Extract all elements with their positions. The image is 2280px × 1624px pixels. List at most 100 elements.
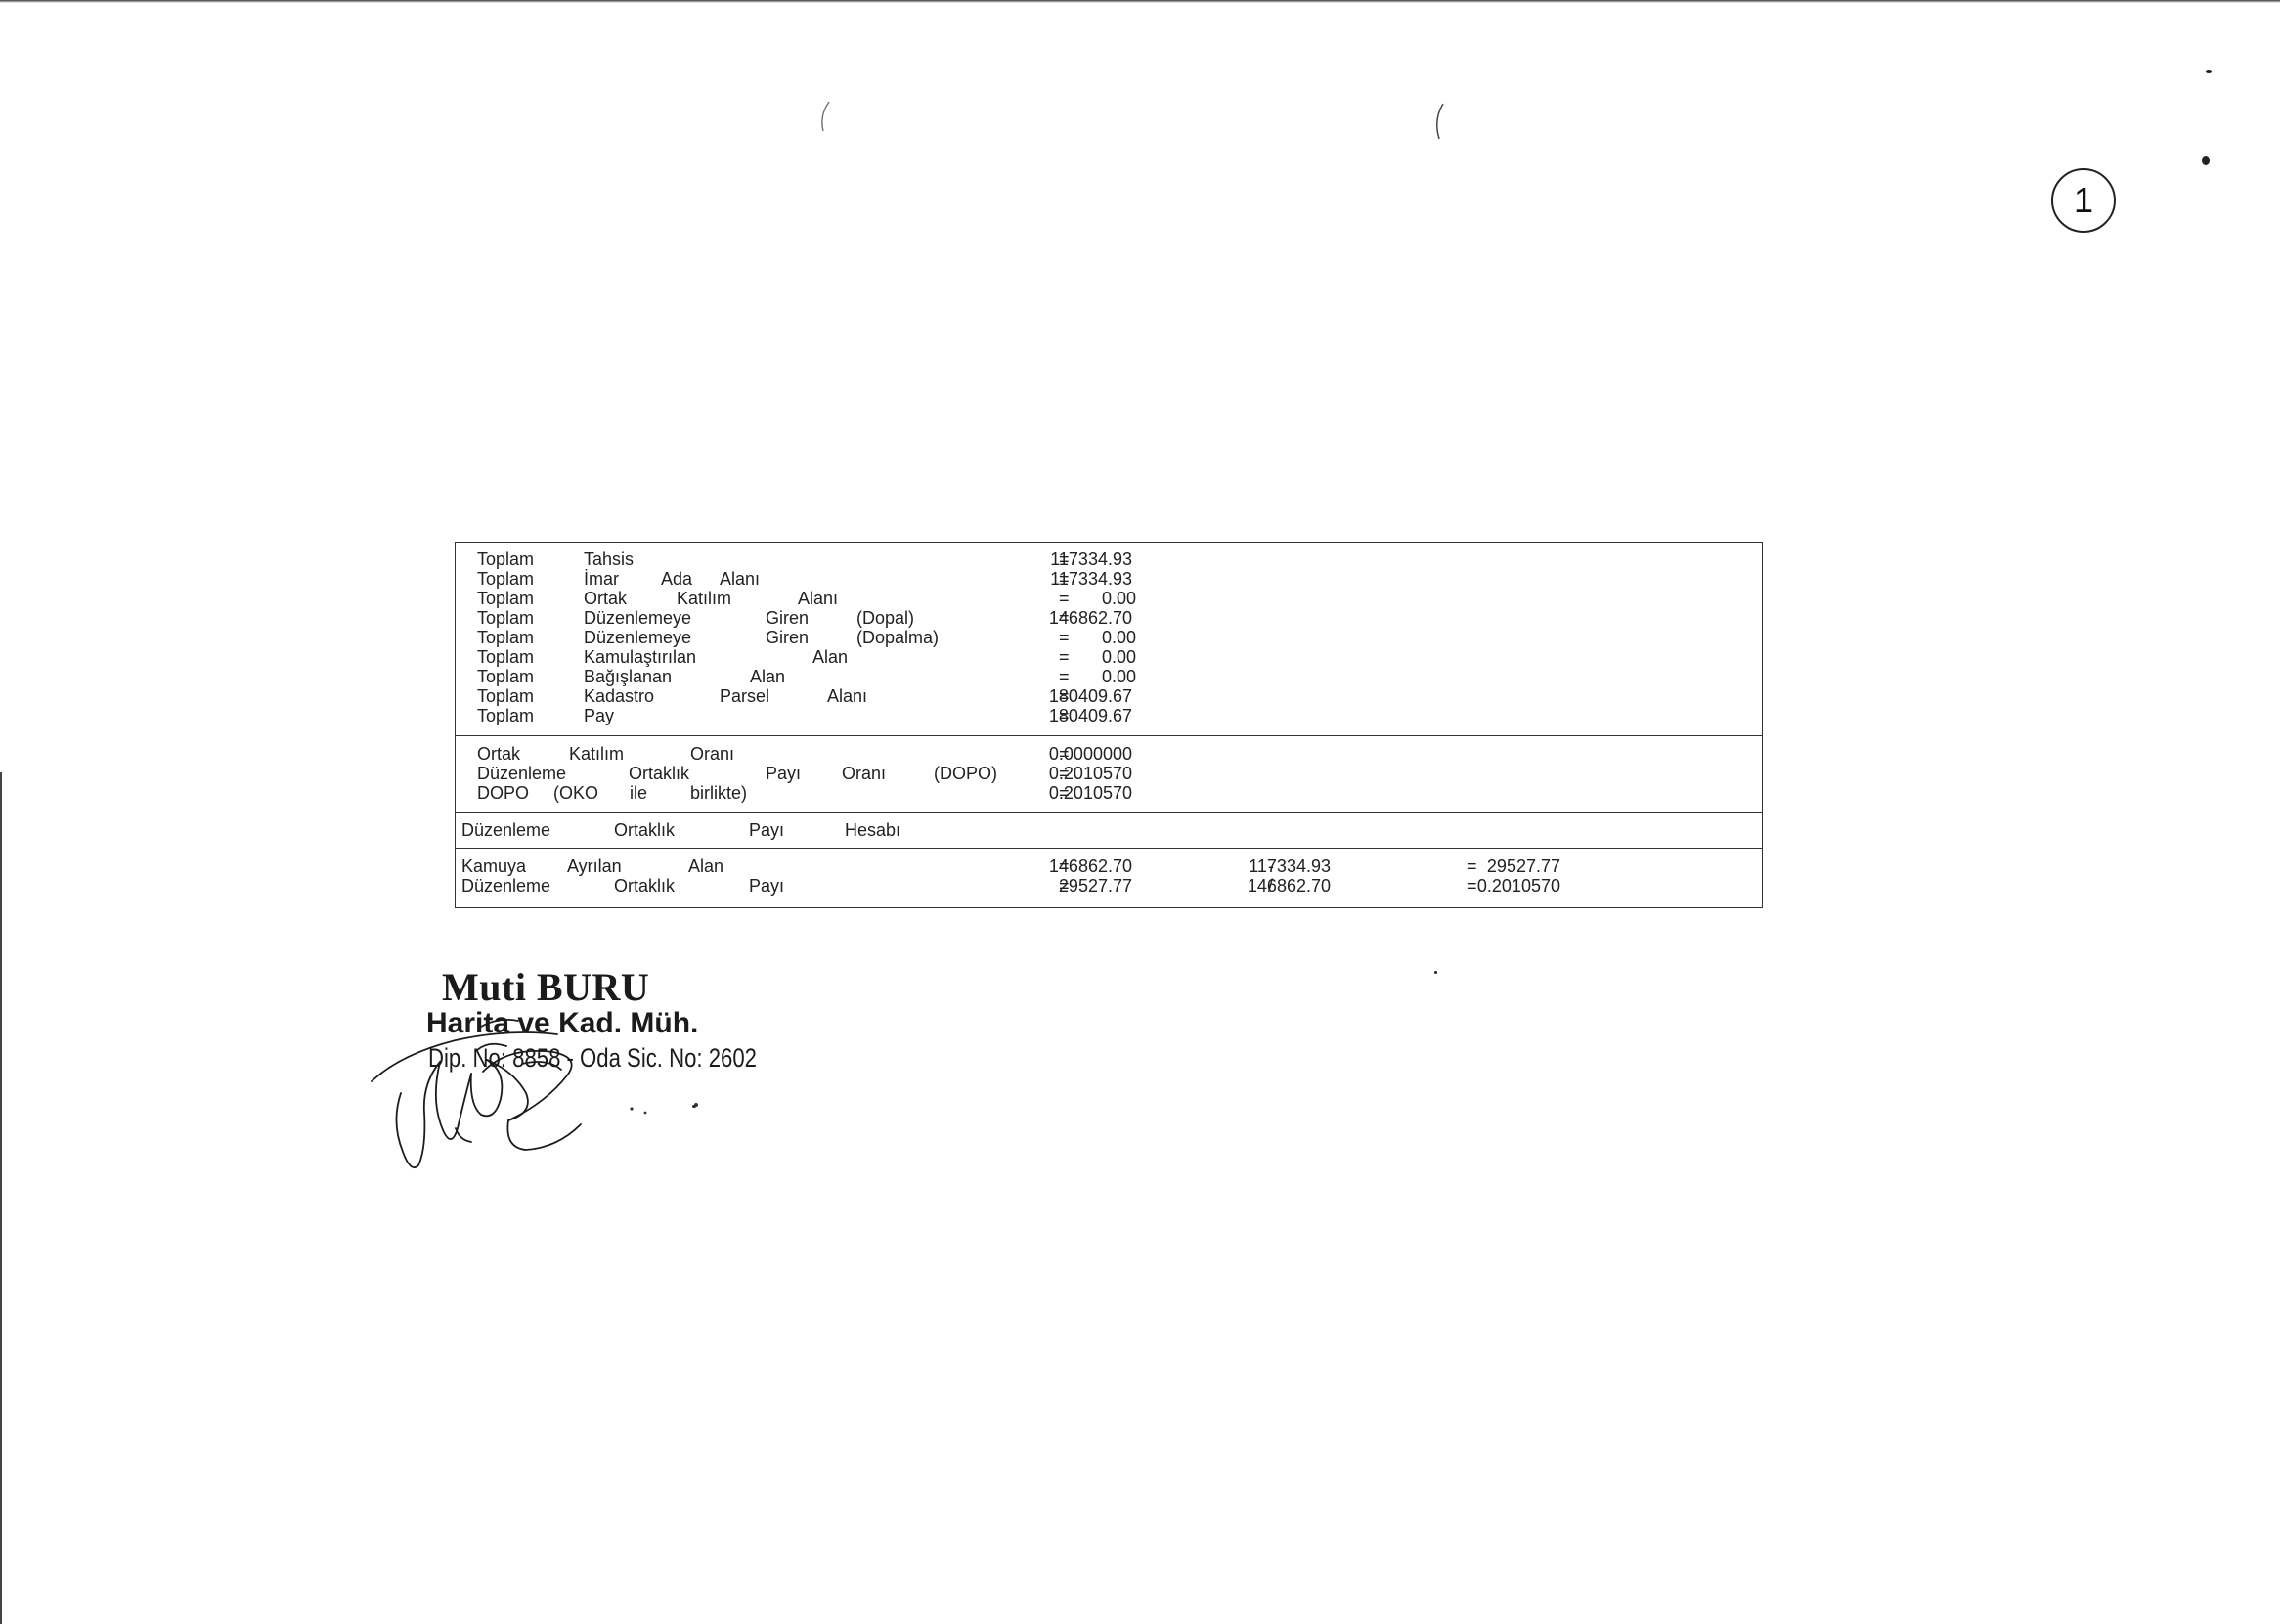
row-label-word: birlikte) bbox=[690, 783, 748, 803]
operand-a: 146862.70 bbox=[1048, 856, 1132, 876]
stamp-title: Harita ve Kad. Müh. bbox=[426, 1007, 699, 1039]
row-label-word: (Dopal) bbox=[856, 608, 915, 628]
section-heading: Düzenleme Ortaklık Payı Hesabı bbox=[456, 820, 1762, 841]
row-label-word: Ortak bbox=[584, 589, 628, 608]
row-label-word: Alanı bbox=[827, 686, 868, 706]
row-value: 0.00 bbox=[1101, 589, 1136, 608]
row-label-word: Ortaklık bbox=[629, 764, 690, 783]
row-label-word: Toplam bbox=[477, 667, 535, 686]
stamp-registration: Dip. No: 8858 - Oda Sic. No: 2602 bbox=[428, 1043, 757, 1073]
row-label-word: Ortak bbox=[477, 744, 521, 764]
row-label-word: Kadastro bbox=[584, 686, 655, 706]
row-label-word: Ortaklık bbox=[614, 876, 676, 896]
row-label-word: Toplam bbox=[477, 647, 535, 667]
scan-speck bbox=[1434, 971, 1437, 974]
row-value: 0.2010570 bbox=[1048, 764, 1132, 783]
table-row: Kamuya Ayrılan Alan = 146862.70 - 117334… bbox=[456, 856, 1762, 877]
equals-sign: = bbox=[1059, 783, 1070, 803]
equals-sign: = bbox=[1467, 856, 1477, 876]
row-label-word: (OKO bbox=[553, 783, 599, 803]
table-row: Toplam Tahsis = 117334.93 bbox=[456, 549, 1762, 570]
row-label-word: Oranı bbox=[690, 744, 735, 764]
engineer-stamp: Muti BURU Harita ve Kad. Müh. Dip. No: 8… bbox=[362, 956, 757, 1201]
row-label-word: Toplam bbox=[477, 628, 535, 647]
page-number: 1 bbox=[2051, 168, 2116, 233]
equals-sign: = bbox=[1467, 876, 1477, 896]
row-label-word: Giren bbox=[766, 608, 810, 628]
equals-sign: = bbox=[1059, 686, 1070, 706]
row-label-word: Alan bbox=[750, 667, 786, 686]
row-label-word: DOPO bbox=[477, 783, 530, 803]
row-label-word: Kamulaştırılan bbox=[584, 647, 697, 667]
row-label-word: Katılım bbox=[677, 589, 732, 608]
heading-word: Ortaklık bbox=[614, 820, 676, 840]
equals-sign: = bbox=[1059, 569, 1070, 589]
table-row: Toplam Kadastro Parsel Alanı = 180409.67 bbox=[456, 686, 1762, 707]
row-value: 117334.93 bbox=[1050, 569, 1132, 589]
result-value: 29527.77 bbox=[1486, 856, 1560, 876]
row-label-word: Payı bbox=[749, 876, 785, 896]
result-value: 0.2010570 bbox=[1476, 876, 1560, 896]
row-label-word: Parsel bbox=[720, 686, 770, 706]
row-label-word: Ayrılan bbox=[567, 856, 622, 876]
row-label-word: Düzenlemeye bbox=[584, 608, 692, 628]
row-label-word: Kamuya bbox=[461, 856, 527, 876]
scan-speck bbox=[2202, 156, 2210, 165]
row-label-word: Tahsis bbox=[584, 549, 635, 569]
row-label-word: ile bbox=[630, 783, 648, 803]
operand-b: 146862.70 bbox=[1247, 876, 1331, 896]
row-value: 180409.67 bbox=[1048, 706, 1132, 725]
scan-speck bbox=[692, 1105, 696, 1108]
row-label-word: Toplam bbox=[477, 608, 535, 628]
row-label-word: İmar bbox=[584, 569, 619, 589]
scan-speck bbox=[2206, 70, 2212, 73]
row-value: 117334.93 bbox=[1050, 549, 1132, 569]
equals-sign: = bbox=[1059, 589, 1070, 608]
table-row: Düzenleme Ortaklık Payı Oranı (DOPO) = 0… bbox=[456, 764, 1762, 784]
table-row: DOPO (OKO ile birlikte) = 0.2010570 bbox=[456, 783, 1762, 804]
table-row: Toplam Ortak Katılım Alanı = 0.00 bbox=[456, 589, 1762, 609]
equals-sign: = bbox=[1059, 744, 1070, 764]
row-label-word: Katılım bbox=[569, 744, 625, 764]
row-label-word: Alanı bbox=[798, 589, 839, 608]
calculation-section: Kamuya Ayrılan Alan = 146862.70 - 117334… bbox=[456, 848, 1762, 906]
equals-sign: = bbox=[1059, 856, 1070, 876]
table-row: Toplam İmar Ada Alanı = 117334.93 bbox=[456, 569, 1762, 590]
row-label-word: Bağışlanan bbox=[584, 667, 673, 686]
totals-section: Toplam Tahsis = 117334.93 Toplam İmar Ad… bbox=[456, 543, 1762, 736]
row-value: 0.2010570 bbox=[1048, 783, 1132, 803]
row-label-word: Ada bbox=[661, 569, 693, 589]
heading-word: Düzenleme bbox=[461, 820, 551, 840]
scan-left-edge bbox=[0, 772, 2, 1624]
operand-b: 117334.93 bbox=[1249, 856, 1331, 876]
handwritten-signature bbox=[371, 1018, 698, 1169]
stamp-name: Muti BURU bbox=[442, 965, 650, 1009]
row-label-word: Toplam bbox=[477, 686, 535, 706]
row-label-word: (DOPO) bbox=[934, 764, 997, 783]
row-label-word: Toplam bbox=[477, 549, 535, 569]
equals-sign: = bbox=[1059, 647, 1070, 667]
row-label-word: Düzenlemeye bbox=[584, 628, 692, 647]
row-label-word: Alanı bbox=[720, 569, 761, 589]
equals-sign: = bbox=[1059, 667, 1070, 686]
table-row: Toplam Düzenlemeye Giren (Dopalma) = 0.0… bbox=[456, 628, 1762, 648]
row-label-word: Alan bbox=[688, 856, 724, 876]
area-calculation-table: Toplam Tahsis = 117334.93 Toplam İmar Ad… bbox=[455, 542, 1763, 908]
calculation-heading-section: Düzenleme Ortaklık Payı Hesabı bbox=[456, 812, 1762, 849]
operator: - bbox=[1268, 856, 1274, 876]
heading-word: Payı bbox=[749, 820, 785, 840]
operator: / bbox=[1268, 876, 1274, 896]
row-label-word: Pay bbox=[584, 706, 615, 725]
row-label-word: Düzenleme bbox=[461, 876, 551, 896]
equals-sign: = bbox=[1059, 608, 1070, 628]
heading-word: Hesabı bbox=[845, 820, 901, 840]
row-value: 0.00 bbox=[1101, 667, 1136, 686]
row-label-word: Toplam bbox=[477, 569, 535, 589]
equals-sign: = bbox=[1059, 549, 1070, 569]
equals-sign: = bbox=[1059, 764, 1070, 783]
row-value: 180409.67 bbox=[1048, 686, 1132, 706]
operand-a: 29527.77 bbox=[1058, 876, 1132, 896]
table-row: Toplam Bağışlanan Alan = 0.00 bbox=[456, 667, 1762, 687]
row-value: 0.0000000 bbox=[1048, 744, 1132, 764]
